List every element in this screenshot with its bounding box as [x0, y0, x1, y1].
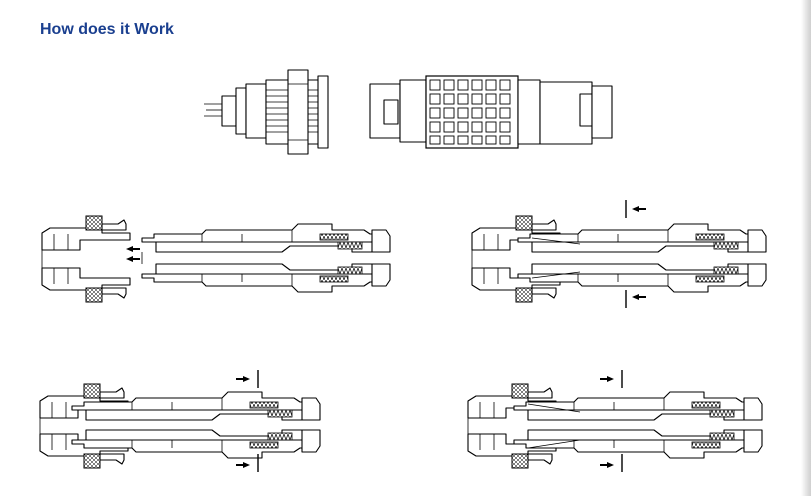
page-title: How does it Work: [40, 21, 174, 38]
step-1-diagram: [41, 215, 391, 303]
step-3-diagram: [39, 370, 321, 472]
arrow-left-icon: [632, 206, 646, 212]
overview-plug: [369, 75, 613, 149]
step-2-diagram: [471, 200, 767, 308]
arrow-left-icon: [632, 294, 646, 300]
double-arrow-left-icon: [126, 246, 140, 262]
overview-receptacle: [204, 69, 329, 155]
arrow-right-icon: [600, 376, 614, 382]
page-edge-shadow: [801, 0, 811, 496]
arrow-right-icon: [236, 376, 250, 382]
arrow-right-icon: [236, 462, 250, 468]
step-4-diagram: [467, 370, 763, 472]
arrow-right-icon: [600, 462, 614, 468]
